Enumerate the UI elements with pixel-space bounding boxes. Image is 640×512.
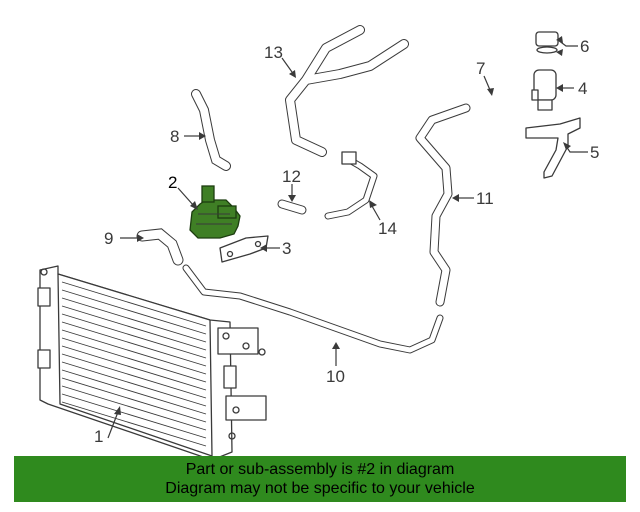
callout-leaders <box>107 36 588 439</box>
part-4-reservoir[interactable] <box>531 69 557 111</box>
part-9-hose-inner <box>137 229 183 265</box>
callout-6: 6 <box>580 37 589 56</box>
callout-3: 3 <box>282 239 291 258</box>
part-13-hose-inner <box>286 26 408 156</box>
part-2-pump[interactable] <box>189 185 241 239</box>
callout-13: 13 <box>264 43 283 62</box>
callout-5: 5 <box>590 143 599 162</box>
banner-line-2: Diagram may not be specific to your vehi… <box>165 480 475 497</box>
callout-8: 8 <box>170 127 179 146</box>
part-13-hose[interactable] <box>285 25 409 157</box>
part-11-hose-inner <box>416 104 470 306</box>
part-5-bracket[interactable] <box>525 117 581 179</box>
callout-10: 10 <box>326 367 345 386</box>
part-1-radiator[interactable] <box>37 265 267 461</box>
callout-7: 7 <box>476 59 485 78</box>
callout-2: 2 <box>168 173 177 192</box>
part-3-bracket[interactable] <box>219 235 269 263</box>
part-8-hose-inner <box>192 90 230 170</box>
part-14-tube-inner <box>325 155 377 219</box>
part-14-flange <box>341 151 357 165</box>
part-6-cap[interactable] <box>535 31 559 54</box>
banner-line-1: Part or sub-assembly is #2 in diagram <box>185 461 455 478</box>
callout-4: 4 <box>578 79 587 98</box>
callout-9: 9 <box>104 229 113 248</box>
callout-14: 14 <box>378 219 397 238</box>
callout-1: 1 <box>94 427 103 446</box>
callout-12: 12 <box>282 167 301 186</box>
info-banner: Part or sub-assembly is #2 in diagram Di… <box>14 456 626 502</box>
part-12-tube-inner <box>278 200 306 214</box>
callout-11: 11 <box>476 189 494 208</box>
part-10-tube-inner <box>183 265 443 353</box>
